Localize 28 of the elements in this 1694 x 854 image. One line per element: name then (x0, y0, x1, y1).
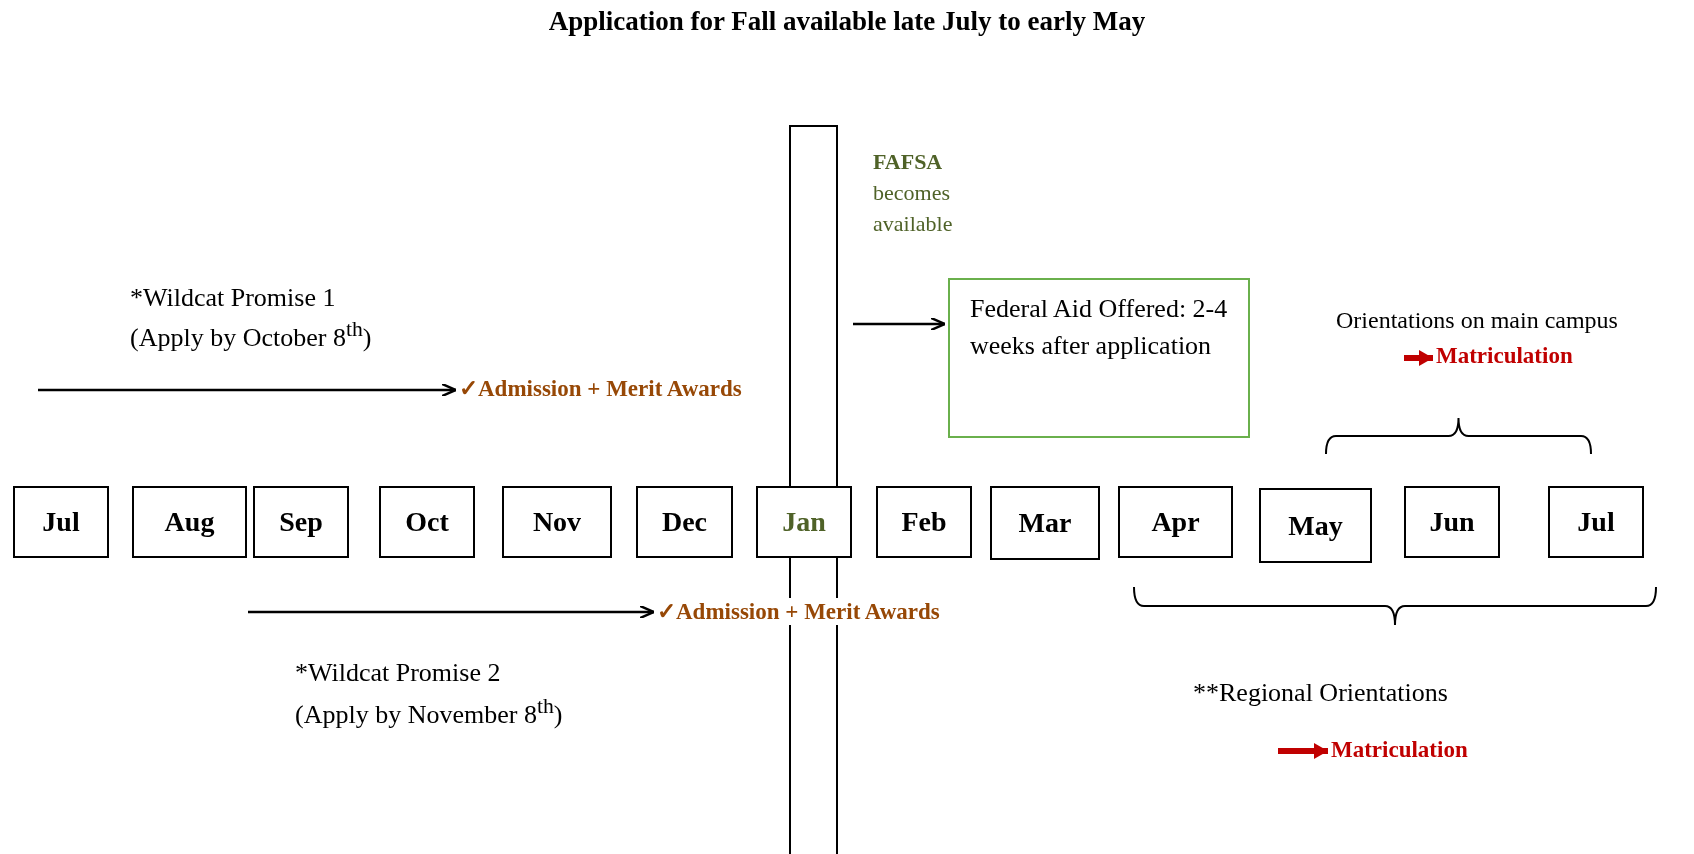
deadline-text: (Apply by October 8$^{th}$) (130, 317, 372, 353)
program-name: *Wildcat Promise 1 (130, 283, 336, 313)
month-box: Jun (1404, 486, 1500, 558)
arrow (1404, 350, 1433, 366)
month-box: Mar (990, 486, 1100, 560)
month-box: Sep (253, 486, 349, 558)
month-box: Aug (132, 486, 247, 558)
month-box: Oct (379, 486, 475, 558)
month-box: Nov (502, 486, 612, 558)
arrow (1278, 743, 1328, 759)
fafsa-note: FAFSA becomes available (873, 148, 954, 238)
arrow (38, 382, 458, 398)
heading-text: Orientations on main campus (1336, 307, 1618, 334)
month-box: Jul (13, 486, 109, 558)
month-box: Dec (636, 486, 733, 558)
arrow (248, 604, 656, 620)
month-box: Jan (756, 486, 852, 558)
milestone-text: ✓Admission + Merit Awards (657, 598, 940, 625)
title: Application for Fall available late July to early May (547, 6, 1147, 37)
info-box: Federal Aid Offered: 2-4 weeks after application (948, 278, 1250, 438)
month-box: May (1259, 488, 1372, 563)
program-name: *Wildcat Promise 2 (295, 658, 501, 688)
month-box: Apr (1118, 486, 1233, 558)
heading-text: **Regional Orientations (1193, 678, 1448, 708)
month-box: Feb (876, 486, 972, 558)
arrow (853, 316, 947, 332)
month-box: Jul (1548, 486, 1644, 558)
deadline-text: (Apply by November 8$^{th}$) (295, 694, 563, 730)
